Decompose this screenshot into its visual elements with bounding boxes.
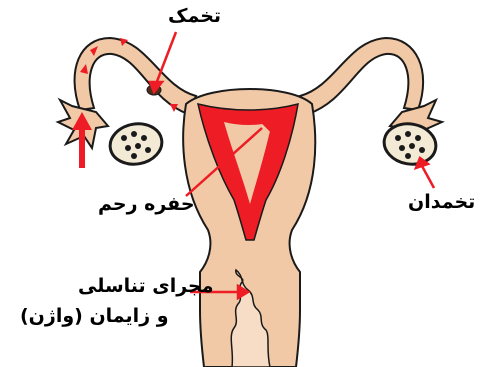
right-fallopian-tube [300, 38, 423, 114]
label-birth-canal-line1: مجرای تناسلی [78, 276, 214, 298]
label-uterine-cavity: حفره رحم [98, 194, 195, 216]
label-birth-canal-line2: و زایمان (واژن) [20, 306, 169, 328]
label-egg: تخمک [168, 6, 221, 28]
label-ovary: تخمدان [408, 192, 475, 214]
